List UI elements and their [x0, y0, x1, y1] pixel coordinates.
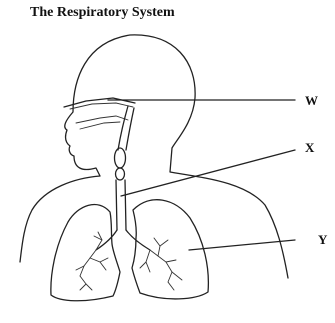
trachea — [116, 180, 126, 230]
right-bronchial-tree — [140, 238, 182, 290]
left-bronchus — [96, 230, 117, 250]
left-bronchial-tree — [76, 232, 108, 290]
body-outline — [20, 35, 288, 278]
leader-line-x — [121, 150, 295, 196]
leader-line-y — [189, 240, 295, 250]
larynx — [115, 148, 126, 168]
label-y: Y — [318, 232, 328, 247]
right-bronchus — [126, 230, 150, 250]
nasal-cavity-inner — [70, 103, 133, 109]
label-w: W — [305, 93, 318, 108]
left-lung — [51, 205, 120, 301]
label-x: X — [305, 140, 315, 155]
